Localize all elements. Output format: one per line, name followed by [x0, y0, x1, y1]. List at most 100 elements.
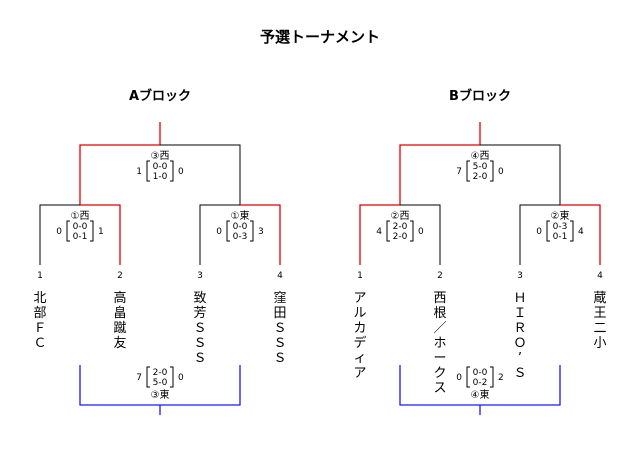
- score-bracket-left: [466, 160, 470, 182]
- score-bracket-left: [466, 366, 470, 388]
- team-name-char: ア: [353, 291, 366, 306]
- half-score-second: 2-0: [393, 232, 408, 242]
- team-name-char: ア: [353, 366, 366, 381]
- score-bracket-right: [490, 366, 494, 388]
- semi-right-arm-3: [199, 204, 240, 265]
- half-score-second: 5-0: [153, 378, 168, 388]
- team-name-char: 高: [113, 290, 126, 306]
- total-score-left: 7: [456, 167, 462, 177]
- half-score-first: 0-0: [153, 162, 168, 172]
- team-name-char: 根: [433, 306, 446, 321]
- team-name-char: 芳: [193, 306, 206, 321]
- final-left-arm: [79, 144, 160, 205]
- score-bracket-right: [570, 220, 574, 242]
- team-name-char: Ｆ: [33, 321, 46, 336]
- match-label: ③西: [151, 151, 170, 162]
- match-label: ②西: [391, 211, 410, 222]
- team-name-char: Ｓ: [193, 321, 206, 336]
- team-name-char: 致: [193, 291, 206, 306]
- half-score-second: 0-3: [233, 232, 248, 242]
- team-name-char: 北: [33, 291, 46, 306]
- team-name-char: ク: [433, 366, 446, 381]
- team-name-char: ／: [433, 321, 446, 336]
- half-score-first: 0-3: [553, 222, 568, 232]
- team-name-char: ー: [433, 351, 446, 366]
- score-bracket-left: [146, 160, 150, 182]
- team-name-char: 部: [33, 306, 46, 321]
- half-score-second: 0-1: [553, 232, 568, 242]
- half-score-second: 1-0: [153, 172, 168, 182]
- seed-number: 1: [357, 271, 363, 281]
- team-name-char: Ｓ: [193, 351, 206, 366]
- semi-left-arm-2: [80, 204, 121, 265]
- team-name-char: 西: [433, 291, 446, 306]
- match-label: ④東: [471, 388, 490, 401]
- half-score-first: 0-0: [73, 222, 88, 232]
- semi-right-arm-4: [560, 204, 601, 265]
- half-score-second: 0-2: [473, 378, 488, 388]
- seed-number: 2: [437, 271, 443, 281]
- seed-number: 3: [197, 271, 203, 281]
- match-label: ②東: [551, 209, 570, 222]
- total-score-right: 0: [178, 373, 184, 383]
- team-name-char: ル: [353, 306, 366, 321]
- team-name-char: 二: [593, 321, 606, 336]
- half-score-first: 5-0: [473, 162, 488, 172]
- seed-number: 1: [37, 271, 43, 281]
- half-score-first: 2-0: [393, 222, 408, 232]
- block-title: Aブロック: [129, 88, 191, 104]
- match-label: ①西: [71, 211, 90, 222]
- final-right-arm: [160, 144, 241, 205]
- total-score-left: 0: [456, 373, 462, 383]
- team-name-char: Ｓ: [273, 351, 286, 366]
- team-name-char: Ｒ: [513, 321, 526, 336]
- total-score-left: 0: [536, 227, 542, 237]
- page-title: 予選トーナメント: [260, 28, 380, 46]
- team-name-char: 田: [273, 306, 286, 321]
- team-name-char: ス: [433, 381, 446, 396]
- match-label: ①東: [231, 209, 250, 222]
- team-name-char: ’: [518, 351, 522, 366]
- semi-left-arm-2: [400, 204, 441, 265]
- score-bracket-right: [250, 220, 254, 242]
- team-name-char: 小: [593, 336, 606, 351]
- team-name-char: 窪: [273, 290, 286, 306]
- total-score-left: 4: [376, 227, 382, 237]
- score-bracket-left: [146, 366, 150, 388]
- team-name-char: Ｓ: [513, 366, 526, 381]
- semi-left-arm-1: [39, 204, 80, 265]
- score-bracket-left: [66, 220, 70, 242]
- half-score-first: 0-0: [233, 222, 248, 232]
- match-label: ④西: [471, 151, 490, 162]
- total-score-right: 0: [178, 167, 184, 177]
- total-score-left: 0: [56, 227, 62, 237]
- score-bracket-right: [90, 220, 94, 242]
- team-name-char: 蹴: [113, 321, 126, 336]
- team-name-char: Ｓ: [273, 321, 286, 336]
- score-bracket-right: [410, 220, 414, 242]
- score-bracket-left: [546, 220, 550, 242]
- score-bracket-right: [170, 366, 174, 388]
- seed-number: 4: [277, 271, 283, 281]
- total-score-right: 3: [258, 227, 264, 237]
- final-right-arm: [480, 144, 561, 205]
- score-bracket-left: [386, 220, 390, 242]
- score-bracket-right: [170, 160, 174, 182]
- team-name-char: 王: [593, 306, 606, 321]
